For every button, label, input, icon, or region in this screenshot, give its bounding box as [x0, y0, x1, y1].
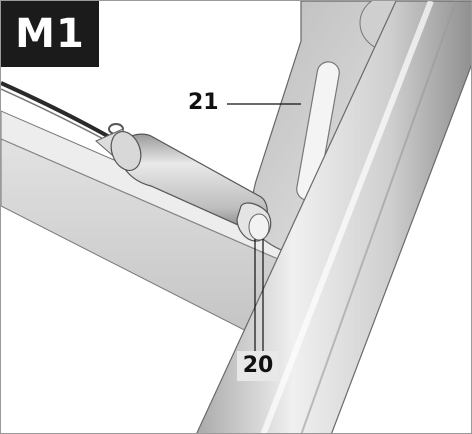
callout-20: 20 [237, 351, 279, 381]
locking-pin-20 [110, 131, 272, 242]
frame-tube [196, 1, 471, 433]
step-badge-label: M1 [15, 11, 85, 57]
cable [1, 81, 114, 141]
callout-21: 21 [188, 90, 219, 115]
step-badge: M1 [1, 1, 99, 67]
